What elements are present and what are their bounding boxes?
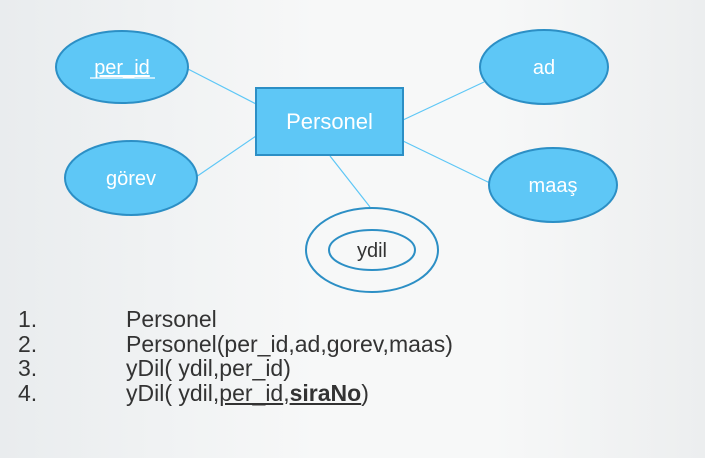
attribute-ad-label: ad xyxy=(533,57,555,79)
list-text: yDil( ydil,per_id) xyxy=(126,355,291,381)
list-text-comma: , xyxy=(283,379,290,406)
list-text-key: per_id xyxy=(219,379,284,406)
list-item: 2. Personel(per_id,ad,gorev,maas) xyxy=(0,330,705,357)
link-gorev xyxy=(195,135,257,178)
list-text: Personel(per_id,ad,gorev,maas) xyxy=(126,330,453,357)
link-ydil xyxy=(329,155,371,208)
link-per-id xyxy=(185,67,257,105)
entity-personel-label: Personel xyxy=(286,109,373,134)
attribute-per-id: per_id xyxy=(55,30,189,104)
attribute-ydil-label: ydil xyxy=(357,240,387,262)
attribute-ydil-multivalued: ydil xyxy=(305,207,439,293)
list-text-prefix: yDil( ydil, xyxy=(126,379,220,406)
list-item: 3. yDil( ydil,per_id) xyxy=(0,356,705,381)
attribute-maas-label: maaş xyxy=(529,175,578,197)
attribute-gorev-label: görev xyxy=(106,168,156,190)
list-text-suffix: ) xyxy=(361,379,369,406)
attribute-gorev: görev xyxy=(64,140,198,216)
link-maas xyxy=(402,140,493,185)
list-number: 3. xyxy=(18,355,38,381)
list-number: 1. xyxy=(18,306,38,332)
list-text-partial-key: siraNo xyxy=(289,379,362,406)
schema-list: 1. Personel 2. Personel(per_id,ad,gorev,… xyxy=(0,307,705,405)
list-number: 2. xyxy=(18,330,38,357)
list-number: 4. xyxy=(18,379,38,406)
list-text: Personel xyxy=(126,306,217,332)
attribute-ad: ad xyxy=(479,29,609,105)
list-item: 4. yDil( ydil,per_id,siraNo) xyxy=(0,379,705,406)
list-text: yDil( ydil,per_id,siraNo) xyxy=(126,379,369,406)
er-diagram: per_id ad görev maaş Personel ydil xyxy=(55,29,618,293)
attribute-per-id-label: per_id xyxy=(94,57,150,79)
list-item: 1. Personel xyxy=(0,307,705,332)
entity-personel: Personel xyxy=(255,87,404,156)
attribute-maas: maaş xyxy=(488,147,618,223)
link-ad xyxy=(402,81,485,121)
